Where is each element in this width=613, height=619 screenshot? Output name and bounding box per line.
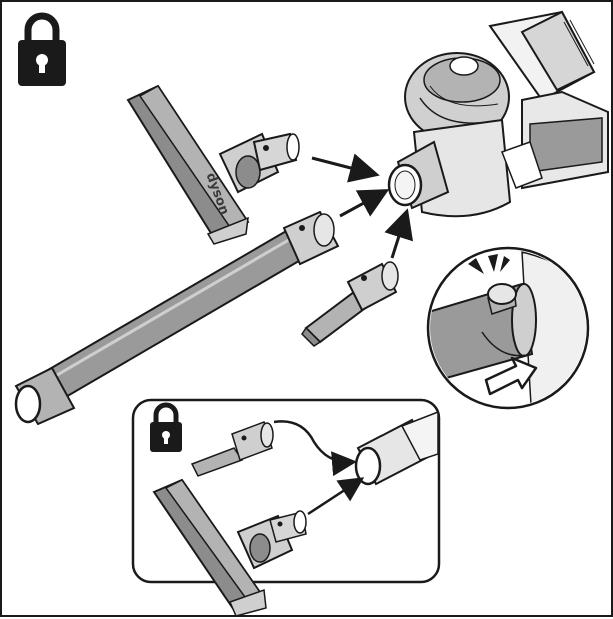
push-arrow-icon <box>484 356 538 396</box>
inset-crevice-tool <box>190 421 274 477</box>
inset-panel <box>131 398 441 617</box>
vacuum-main-body <box>387 10 609 218</box>
inset-wand-end <box>354 410 439 486</box>
extension-wand <box>14 210 340 426</box>
crevice-tool <box>301 261 399 347</box>
inset-motorhead-tool <box>152 478 307 617</box>
motorhead-tool: dyson <box>126 84 300 245</box>
release-button-detail <box>426 246 590 410</box>
arrow-crevice-to-inlet <box>384 208 414 259</box>
padlock-icon <box>18 12 66 86</box>
inset-padlock-icon <box>150 402 182 452</box>
arrow-inset-crevice-to-wand <box>273 420 357 477</box>
arrow-motorhead-to-inlet <box>311 153 380 183</box>
arrow-inset-motorhead-to-wand <box>307 477 365 516</box>
arrow-wand-to-inlet <box>339 189 390 218</box>
